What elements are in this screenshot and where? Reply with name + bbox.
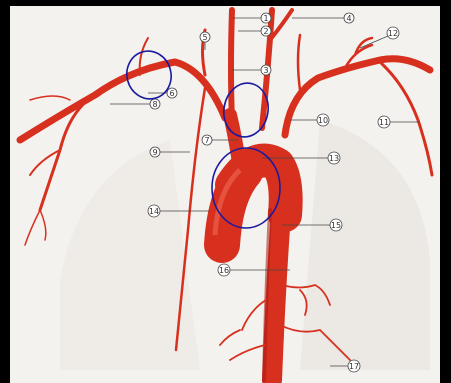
label-5: 5 — [200, 32, 210, 42]
svg-text:6: 6 — [169, 89, 174, 98]
label-8: 8 — [150, 99, 160, 109]
label-4: 4 — [344, 13, 354, 23]
svg-text:16: 16 — [219, 266, 229, 275]
svg-text:3: 3 — [263, 66, 268, 75]
label-16: 16 — [218, 264, 230, 276]
svg-text:9: 9 — [152, 148, 157, 157]
label-11: 11 — [378, 116, 390, 128]
svg-text:8: 8 — [152, 100, 157, 109]
label-17: 17 — [348, 360, 360, 372]
right-common-carotid-artery — [231, 10, 232, 120]
svg-text:7: 7 — [204, 136, 209, 145]
svg-text:12: 12 — [388, 29, 398, 38]
label-2: 2 — [261, 26, 271, 36]
label-1: 1 — [261, 13, 271, 23]
svg-text:4: 4 — [346, 14, 351, 23]
svg-text:1: 1 — [263, 14, 268, 23]
svg-text:15: 15 — [331, 221, 341, 230]
label-15: 15 — [330, 219, 342, 231]
label-6: 6 — [167, 88, 177, 98]
label-14: 14 — [148, 205, 160, 217]
svg-text:10: 10 — [318, 116, 328, 125]
label-3: 3 — [261, 65, 271, 75]
label-10: 10 — [317, 114, 329, 126]
label-12: 12 — [387, 27, 399, 39]
svg-text:11: 11 — [379, 118, 389, 127]
label-13: 13 — [328, 152, 340, 164]
descending-aorta — [272, 200, 282, 380]
svg-text:14: 14 — [149, 207, 159, 216]
svg-text:2: 2 — [263, 27, 268, 36]
svg-text:5: 5 — [202, 33, 207, 42]
label-7: 7 — [202, 135, 212, 145]
svg-text:17: 17 — [349, 362, 359, 371]
label-9: 9 — [150, 147, 160, 157]
svg-text:13: 13 — [329, 154, 339, 163]
